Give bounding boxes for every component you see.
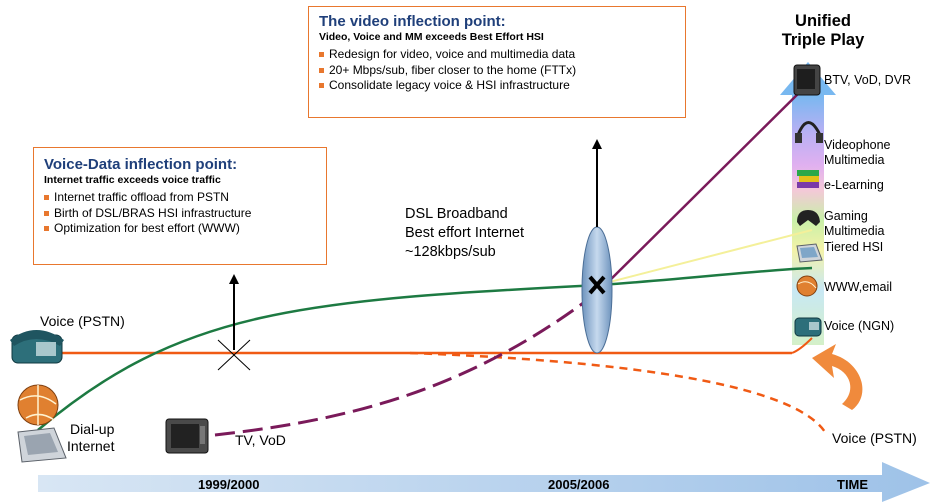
- video-box-subtitle: Video, Voice and MM exceeds Best Effort …: [319, 31, 544, 43]
- video-line: [597, 79, 813, 293]
- service-laptop-icon: [796, 243, 823, 263]
- video-line-dashed: [214, 290, 599, 437]
- globe-laptop-icon: [17, 384, 67, 463]
- service-tiered-hsi-label: Tiered HSI: [824, 240, 884, 254]
- x-mark-icon: [588, 275, 606, 295]
- voice-box-bullet: Optimization for best effort (WWW): [44, 221, 318, 237]
- return-arrow-icon: [812, 344, 863, 410]
- dsl-label-line3: ~128kbps/sub: [405, 244, 496, 260]
- voice-data-cross-2: [217, 339, 251, 371]
- timeline-label-2005: 2005/2006: [548, 477, 610, 492]
- internet-line: [37, 266, 813, 431]
- time-axis-arrow: [38, 462, 930, 502]
- video-box-bullet: Redesign for video, voice and multimedia…: [319, 47, 677, 63]
- service-phone-icon: [794, 317, 822, 337]
- tv-icon: [165, 418, 209, 454]
- unified-title: Unified Triple Play: [758, 12, 888, 50]
- dsl-label-line2: Best effort Internet: [405, 225, 525, 241]
- timeline-label-1999: 1999/2000: [198, 477, 260, 492]
- unified-title-line2: Triple Play: [781, 31, 865, 49]
- desk-phone-icon: [10, 330, 64, 364]
- service-gaming-label: Gaming Multimedia: [824, 209, 885, 238]
- voice-box-title: Voice-Data inflection point:: [44, 156, 238, 173]
- voice-data-inflection-box: Voice-Data inflection point: Internet tr…: [33, 147, 327, 265]
- service-www-label: WWW,email: [824, 280, 893, 294]
- service-tv-icon: [793, 64, 821, 96]
- voice-box-subtitle: Internet traffic exceeds voice traffic: [44, 174, 221, 186]
- voice-box-bullet: Internet traffic offload from PSTN: [44, 190, 318, 206]
- service-elearning-label: e-Learning: [824, 178, 884, 192]
- video-inflection-ellipse: [581, 226, 613, 354]
- voice-pstn-label-right: Voice (PSTN): [832, 430, 917, 446]
- voice-box-bullet: Birth of DSL/BRAS HSI infrastructure: [44, 206, 318, 222]
- service-books-icon: [797, 170, 819, 188]
- timeline-label-time: TIME: [837, 477, 869, 492]
- service-videophone-label: Videophone Multimedia: [824, 138, 891, 167]
- service-btv-label: BTV, VoD, DVR: [824, 73, 912, 87]
- service-voice-ngn-label: Voice (NGN): [824, 319, 895, 333]
- service-headset-icon: [795, 121, 823, 143]
- dialup-label-line1: Dial-up: [70, 421, 115, 437]
- dsl-label: DSL Broadband Best effort Internet ~128k…: [405, 205, 524, 262]
- service-globe-icon: [796, 275, 818, 297]
- voice-box-bullets: Internet traffic offload from PSTN Birth…: [44, 190, 318, 237]
- tv-vod-label: TV, VoD: [235, 432, 286, 448]
- hsi-line: [597, 229, 813, 286]
- dsl-label-line1: DSL Broadband: [405, 206, 508, 222]
- voice-pstn-decline-line: [409, 351, 827, 433]
- video-box-bullets: Redesign for video, voice and multimedia…: [319, 47, 677, 94]
- video-box-title: The video inflection point:: [319, 13, 506, 30]
- voice-ngn-curve: [791, 337, 813, 354]
- video-inflection-box: The video inflection point: Video, Voice…: [308, 6, 686, 118]
- service-gamepad-icon: [797, 210, 820, 226]
- dialup-label-line2: Internet: [67, 438, 115, 454]
- voice-pstn-label-left: Voice (PSTN): [40, 313, 125, 329]
- video-box-bullet: Consolidate legacy voice & HSI infrastru…: [319, 78, 677, 94]
- voice-data-up-arrowhead: [229, 274, 239, 284]
- unified-title-line1: Unified: [795, 12, 851, 30]
- video-inflection-up-arrowhead: [592, 139, 602, 149]
- video-box-bullet: 20+ Mbps/sub, fiber closer to the home (…: [319, 63, 677, 79]
